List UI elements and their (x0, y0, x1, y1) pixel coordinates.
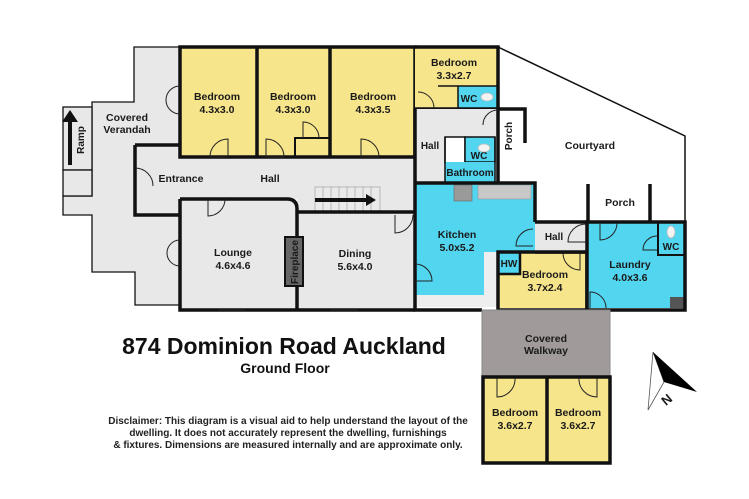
dining-size: 5.6x4.0 (337, 261, 372, 273)
sink-bench (477, 184, 532, 200)
bedroom-2-size: 4.3x3.0 (275, 104, 310, 116)
wc-1 (458, 86, 498, 109)
bathroom (445, 162, 495, 183)
door-icon (417, 91, 435, 109)
toilet-icon (480, 92, 494, 102)
covered-walkway (481, 309, 611, 378)
wc-2-label: WC (471, 151, 488, 162)
door-icon (134, 85, 380, 187)
door-icon (515, 228, 534, 247)
north-label: N (658, 391, 675, 409)
bedroom-7 (547, 377, 610, 463)
walkway-label-2: Walkway (524, 345, 568, 357)
courtyard-boundary (497, 46, 686, 222)
disclaimer-line-2: dwelling. It does not accurately represe… (129, 428, 447, 439)
lounge (180, 199, 298, 310)
disclaimer-line-1: Disclaimer: This diagram is a visual aid… (108, 416, 468, 427)
lounge-size: 4.6x4.6 (215, 260, 250, 272)
kitchen-bench-side (484, 252, 499, 307)
ramp-area (62, 106, 93, 171)
lounge-label: Lounge (214, 247, 252, 259)
cooktop-icon (453, 184, 473, 202)
porch-side-label: Porch (504, 122, 515, 150)
entrance-label: Entrance (159, 173, 204, 185)
fireplace-label: Fireplace (290, 240, 301, 284)
bedroom-4-size: 3.3x2.7 (436, 70, 471, 82)
laundry-tub (670, 297, 685, 308)
kitchen-hall (535, 222, 587, 252)
bedroom-1-size: 4.3x3.0 (199, 104, 234, 116)
porch-courtyard-label: Porch (605, 197, 635, 209)
kitchen-bench (415, 295, 499, 307)
bedroom-6 (483, 377, 547, 463)
walkway-label: Covered (525, 333, 567, 345)
door-icon (567, 223, 587, 243)
bedroom-7-label: Bedroom (555, 407, 601, 419)
wardrobe (294, 137, 331, 158)
porch-posts (586, 184, 652, 222)
ramp-label: Ramp (76, 126, 87, 154)
bathroom-label: Bathroom (446, 168, 493, 179)
bedroom-3-label: Bedroom (350, 91, 396, 103)
bedroom-3 (330, 47, 415, 157)
fireplace (284, 236, 304, 287)
property-title: 874 Dominion Road Auckland (122, 333, 446, 359)
floor-subtitle: Ground Floor (240, 360, 330, 376)
wc-1-label: WC (461, 94, 478, 105)
courtyard-label: Courtyard (565, 140, 615, 152)
hall-main-label: Hall (260, 173, 279, 185)
disclaimer-line-3: & fixtures. Dimensions are measured inte… (113, 440, 463, 451)
hw-label-overlay: HW (501, 259, 518, 270)
laundry-label: Laundry (609, 259, 651, 271)
north-arrow-icon: N (647, 351, 697, 411)
door-icon (166, 198, 414, 267)
dining-label: Dining (339, 248, 372, 260)
door-icon (414, 263, 433, 282)
bedroom-2-label: Bedroom (270, 91, 316, 103)
kitchen-size: 5.0x5.2 (439, 242, 474, 254)
ramp-landing (62, 169, 93, 197)
bedroom-5-size: 3.7x2.4 (527, 282, 562, 294)
bedroom-4-label: Bedroom (431, 57, 477, 69)
verandah-label: Covered (106, 112, 148, 124)
door-icon (496, 377, 598, 398)
hall-kitchen-label: Hall (545, 232, 564, 243)
wc-3-label: WC (663, 242, 680, 253)
toilet-icon (477, 143, 491, 153)
ramp-arrow-icon (62, 110, 78, 165)
toilet-icon (666, 225, 676, 239)
verandah-label-2: Verandah (103, 124, 150, 136)
bedroom-1-label: Bedroom (194, 91, 240, 103)
bedroom-7-size: 3.6x2.7 (560, 420, 595, 432)
bedroom-1 (180, 47, 257, 157)
door-icon (589, 222, 658, 309)
door-icon (562, 252, 581, 271)
linen-cupboard (444, 136, 466, 164)
kitchen-label: Kitchen (438, 229, 477, 241)
bedroom-3-size: 4.3x3.5 (355, 104, 390, 116)
bedroom-6-label: Bedroom (492, 407, 538, 419)
bedroom-5-label: Bedroom (522, 269, 568, 281)
door-icon (482, 109, 499, 126)
stairs-icon (314, 186, 381, 213)
bedroom-6-size: 3.6x2.7 (497, 420, 532, 432)
hall-rear-label: Hall (421, 141, 440, 152)
laundry-size: 4.0x3.6 (612, 272, 647, 284)
